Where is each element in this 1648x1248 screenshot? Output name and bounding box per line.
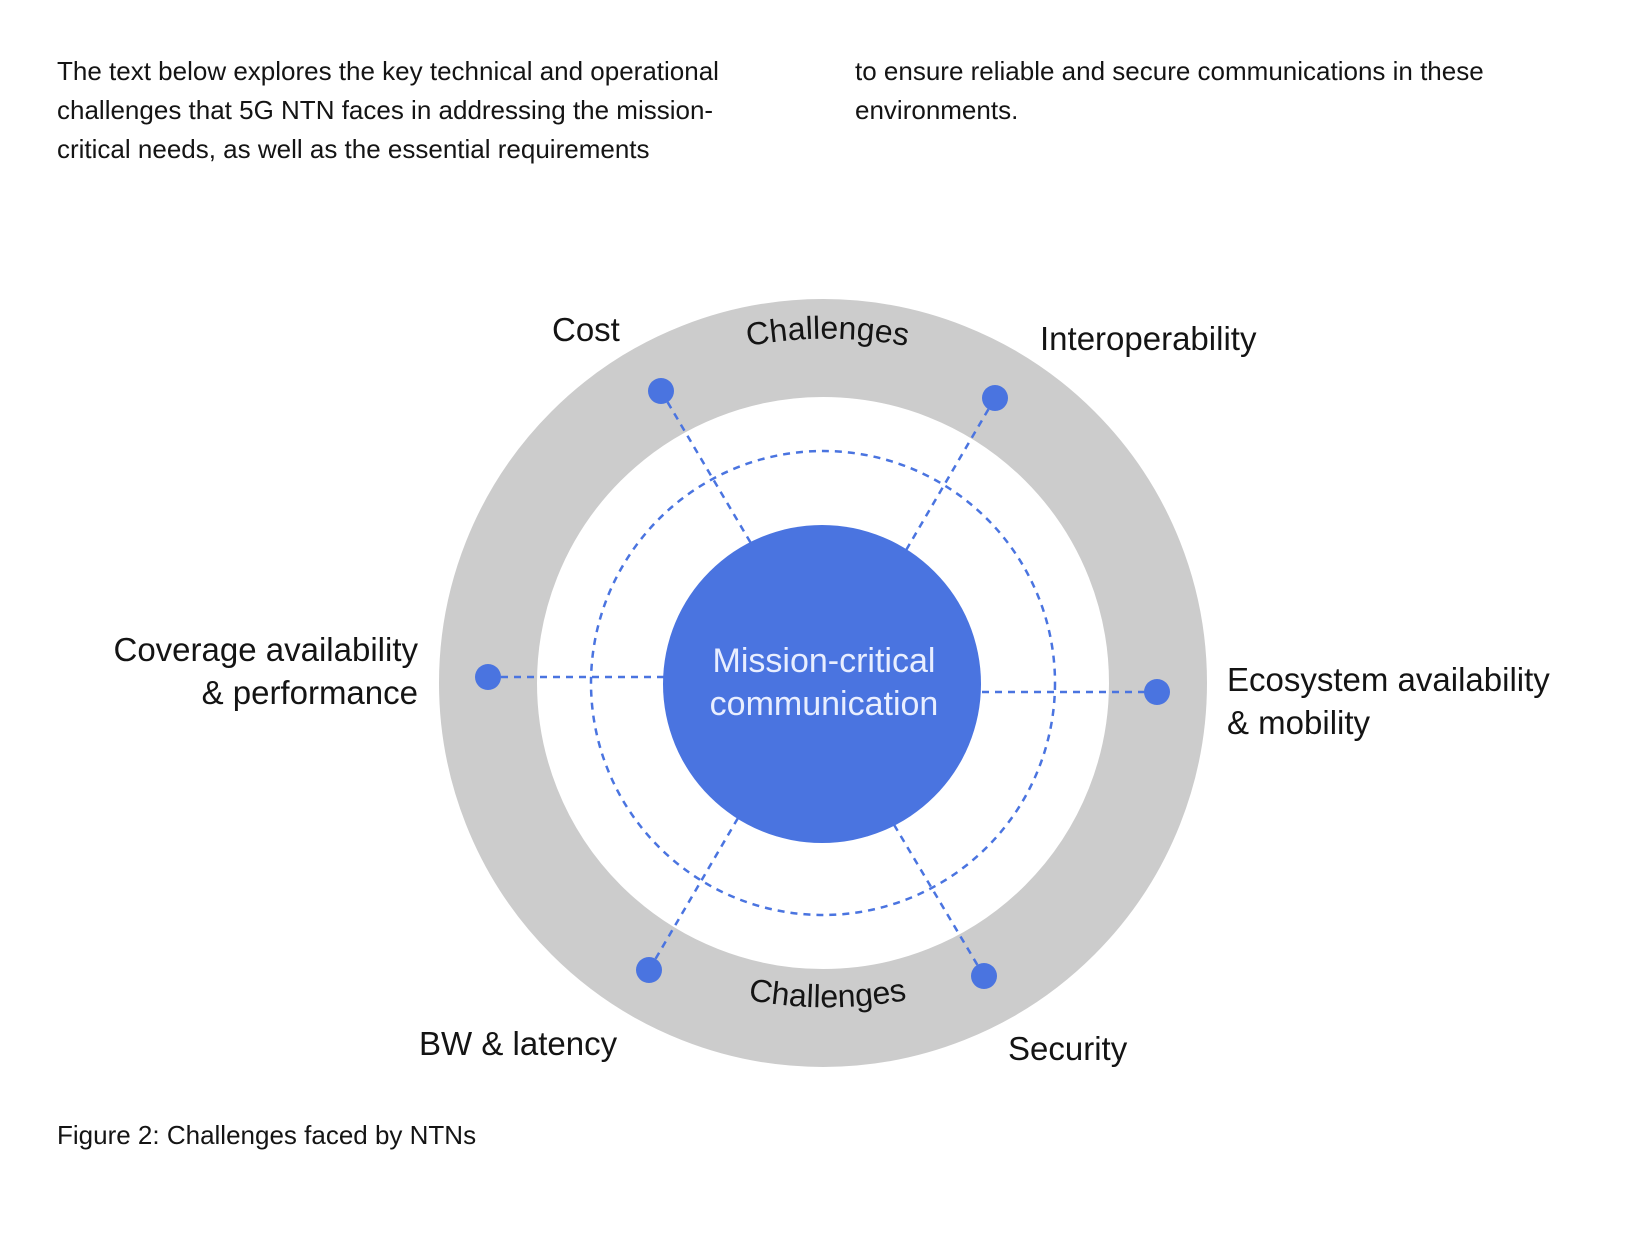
label-interoperability: Interoperability — [1040, 320, 1257, 357]
label-bw-latency: BW & latency — [419, 1025, 618, 1062]
label-security: Security — [1008, 1030, 1128, 1067]
label-cost: Cost — [552, 311, 620, 348]
dot-coverage — [475, 664, 501, 690]
intro-right-line: environments. — [855, 95, 1019, 125]
intro-left-line: critical needs, as well as the essential… — [57, 134, 650, 164]
dot-interoperability — [982, 385, 1008, 411]
label-ecosystem: Ecosystem availability & mobility — [1227, 658, 1550, 744]
label-ecosystem-line2: & mobility — [1227, 704, 1371, 741]
dot-bw-latency — [636, 957, 662, 983]
center-label-line1: Mission-critical — [713, 642, 936, 680]
figure-caption: Figure 2: Challenges faced by NTNs — [57, 1120, 477, 1150]
connector-cost — [659, 390, 754, 546]
label-coverage: Coverage availability & performance — [114, 628, 419, 714]
label-coverage-line2: & performance — [201, 674, 418, 711]
intro-right-line: to ensure reliable and secure communicat… — [855, 56, 1484, 86]
center-circle — [663, 525, 981, 843]
intro-text-left: The text below explores the key technica… — [57, 52, 797, 169]
dot-cost — [648, 378, 674, 404]
dot-ecosystem — [1144, 679, 1170, 705]
center-label-line2: communication — [710, 685, 939, 723]
dot-security — [971, 963, 997, 989]
connector-security — [891, 822, 986, 977]
label-ecosystem-line1: Ecosystem availability — [1227, 661, 1550, 698]
connector-bw-latency — [647, 817, 740, 971]
ring-label-bottom: Challenges — [747, 971, 909, 1014]
dashed-inner-circle — [589, 449, 1057, 917]
intro-left-line: challenges that 5G NTN faces in addressi… — [57, 95, 714, 125]
label-coverage-line1: Coverage availability — [113, 631, 419, 668]
connector-interoperability — [903, 397, 997, 553]
intro-text-right: to ensure reliable and secure communicat… — [855, 52, 1575, 130]
intro-left-line: The text below explores the key technica… — [57, 56, 719, 86]
